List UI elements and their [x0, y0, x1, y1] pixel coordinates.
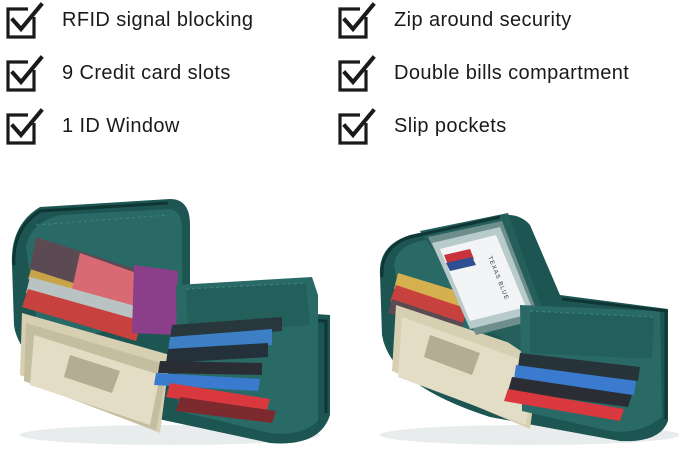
feature-label: Double bills compartment	[394, 61, 630, 84]
wallet-photos: TEXAS BLUE	[0, 185, 679, 451]
card-stack-right-panel	[504, 353, 640, 421]
checkbox-checked-icon	[338, 2, 376, 39]
checkbox-checked-icon	[338, 55, 376, 92]
feature-label: RFID signal blocking	[62, 8, 254, 31]
cash-right	[392, 305, 540, 429]
feature-item-card-slots: 9 Credit card slots	[6, 53, 231, 93]
cash-left	[20, 313, 170, 433]
card-stack-left	[22, 237, 178, 341]
feature-item-zip: Zip around security	[338, 0, 572, 40]
feature-label: Zip around security	[394, 8, 572, 31]
feature-label: 1 ID Window	[62, 114, 180, 137]
feature-item-bills: Double bills compartment	[338, 53, 629, 93]
checkbox-checked-icon	[338, 108, 376, 145]
checkbox-checked-icon	[6, 108, 44, 145]
feature-item-rfid: RFID signal blocking	[6, 0, 253, 40]
feature-item-slip-pockets: Slip pockets	[338, 106, 507, 146]
wallet-photo-left	[11, 199, 330, 445]
feature-item-id-window: 1 ID Window	[6, 106, 180, 146]
feature-list: RFID signal blocking 9 Credit card slots…	[0, 0, 679, 150]
feature-label: 9 Credit card slots	[62, 61, 231, 84]
card-stack-right-flap	[154, 317, 282, 423]
id-card: TEXAS BLUE	[440, 235, 526, 321]
checkbox-checked-icon	[6, 2, 44, 39]
feature-label: Slip pockets	[394, 114, 507, 137]
wallet-photo-right: TEXAS BLUE	[379, 213, 679, 445]
checkbox-checked-icon	[6, 55, 44, 92]
